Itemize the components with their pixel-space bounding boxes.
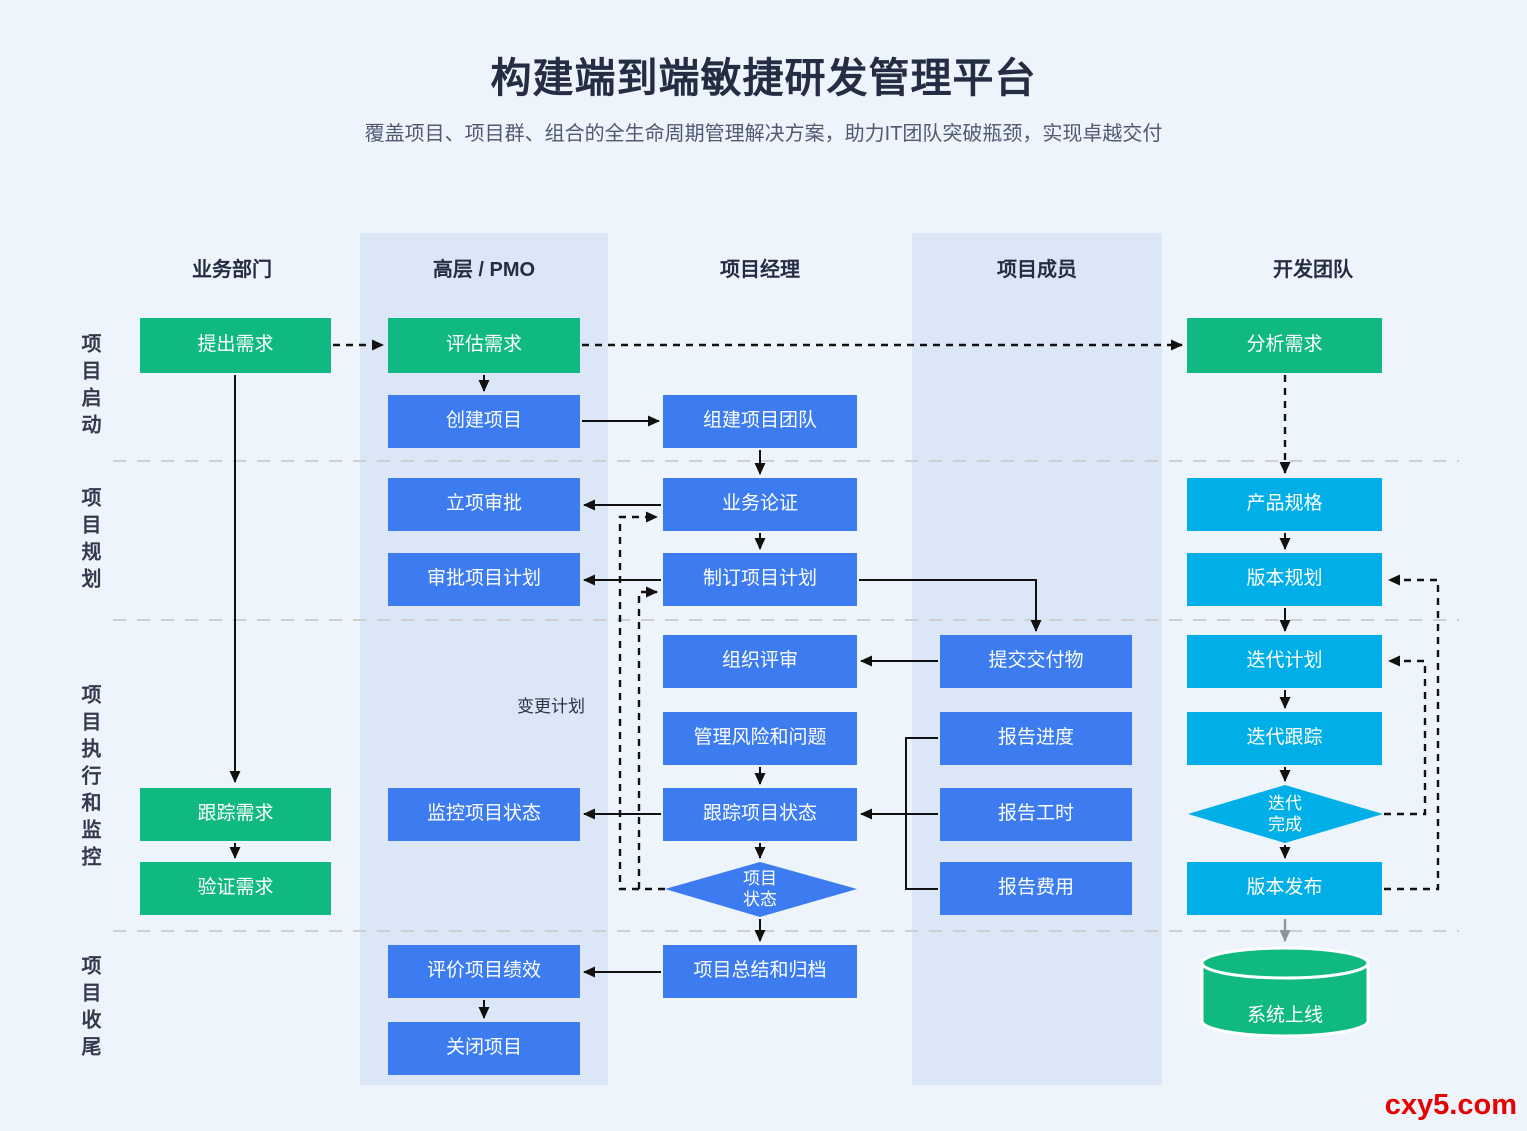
node-build-project-team: 组建项目团队 bbox=[663, 395, 857, 448]
node-propose-requirement: 提出需求 bbox=[140, 318, 331, 373]
node-project-summary-archive: 项目总结和归档 bbox=[663, 945, 857, 998]
column-header-pm: 项目经理 bbox=[720, 259, 800, 281]
cylinder-label-system-online: 系统上线 bbox=[1246, 1005, 1323, 1026]
cylinder-system-online bbox=[1200, 946, 1370, 1038]
node-approve-project-plan: 审批项目计划 bbox=[388, 553, 580, 606]
column-header-pmo: 高层 / PMO bbox=[432, 259, 536, 281]
page-subtitle: 覆盖项目、项目群、组合的全生命周期管理解决方案，助力IT团队突破瓶颈，实现卓越交… bbox=[364, 123, 1163, 145]
watermark: cxy5.com bbox=[1384, 1089, 1517, 1121]
diamond-iteration-done bbox=[1188, 785, 1383, 843]
node-report-hours: 报告工时 bbox=[940, 788, 1132, 841]
diamond-label-project-status: 项目 状态 bbox=[712, 866, 808, 912]
node-release-planning: 版本规划 bbox=[1187, 553, 1382, 606]
node-analyze-requirement: 分析需求 bbox=[1187, 318, 1382, 373]
node-close-project: 关闭项目 bbox=[388, 1022, 580, 1075]
diamond-label-iteration-done: 迭代 完成 bbox=[1237, 790, 1333, 838]
node-evaluate-performance: 评价项目绩效 bbox=[388, 945, 580, 998]
edge-status-to-plan-loop bbox=[637, 586, 658, 889]
node-report-progress: 报告进度 bbox=[940, 712, 1132, 765]
node-report-cost: 报告费用 bbox=[940, 862, 1132, 915]
phase-label-initiation: 项目启动 bbox=[78, 333, 100, 441]
node-submit-deliverables: 提交交付物 bbox=[940, 635, 1132, 688]
node-track-requirement: 跟踪需求 bbox=[140, 788, 331, 841]
phase-separators bbox=[113, 460, 1459, 932]
edge-status-to-justification-loop bbox=[618, 511, 665, 891]
phase-label-closing: 项目收尾 bbox=[78, 955, 100, 1063]
node-iteration-tracking: 迭代跟踪 bbox=[1187, 712, 1382, 765]
node-project-approval: 立项审批 bbox=[388, 478, 580, 531]
node-organize-review: 组织评审 bbox=[663, 635, 857, 688]
node-create-project: 创建项目 bbox=[388, 395, 580, 448]
node-monitor-project-status: 监控项目状态 bbox=[388, 788, 580, 841]
diamond-project-status-line2: 状态 bbox=[743, 890, 777, 909]
node-evaluate-requirement: 评估需求 bbox=[388, 318, 580, 373]
dashed-edges bbox=[333, 339, 1440, 891]
page-title: 构建端到端敏捷研发管理平台 bbox=[490, 55, 1037, 101]
column-header-business: 业务部门 bbox=[192, 259, 272, 281]
diamond-iteration-done-line2: 完成 bbox=[1268, 815, 1302, 834]
node-verify-requirement: 验证需求 bbox=[140, 862, 331, 915]
node-make-project-plan: 制订项目计划 bbox=[663, 553, 857, 606]
node-business-justification: 业务论证 bbox=[663, 478, 857, 531]
column-header-dev: 开发团队 bbox=[1273, 259, 1353, 281]
solid-edges bbox=[229, 375, 1291, 1019]
node-iteration-planning: 迭代计划 bbox=[1187, 635, 1382, 688]
node-manage-risks-issues: 管理风险和问题 bbox=[663, 712, 857, 765]
diamond-project-status bbox=[665, 862, 857, 917]
node-product-spec: 产品规格 bbox=[1187, 478, 1382, 531]
phase-label-execution: 项目执行和监控 bbox=[78, 683, 100, 873]
edge-iterdone-to-iterplan-loop bbox=[1384, 655, 1427, 816]
node-track-project-status: 跟踪项目状态 bbox=[663, 788, 857, 841]
diamond-iteration-done-line1: 迭代 bbox=[1268, 794, 1302, 813]
edge-plan-to-deliverables bbox=[859, 579, 1042, 632]
decision-shapes bbox=[665, 785, 1383, 917]
annotation-change-plan: 变更计划 bbox=[517, 697, 585, 716]
phase-label-planning: 项目规划 bbox=[78, 487, 100, 595]
node-release-version: 版本发布 bbox=[1187, 862, 1382, 915]
column-header-members: 项目成员 bbox=[997, 259, 1077, 281]
diamond-project-status-line1: 项目 bbox=[743, 869, 777, 888]
edge-release-to-releaseplan-loop bbox=[1384, 574, 1440, 891]
